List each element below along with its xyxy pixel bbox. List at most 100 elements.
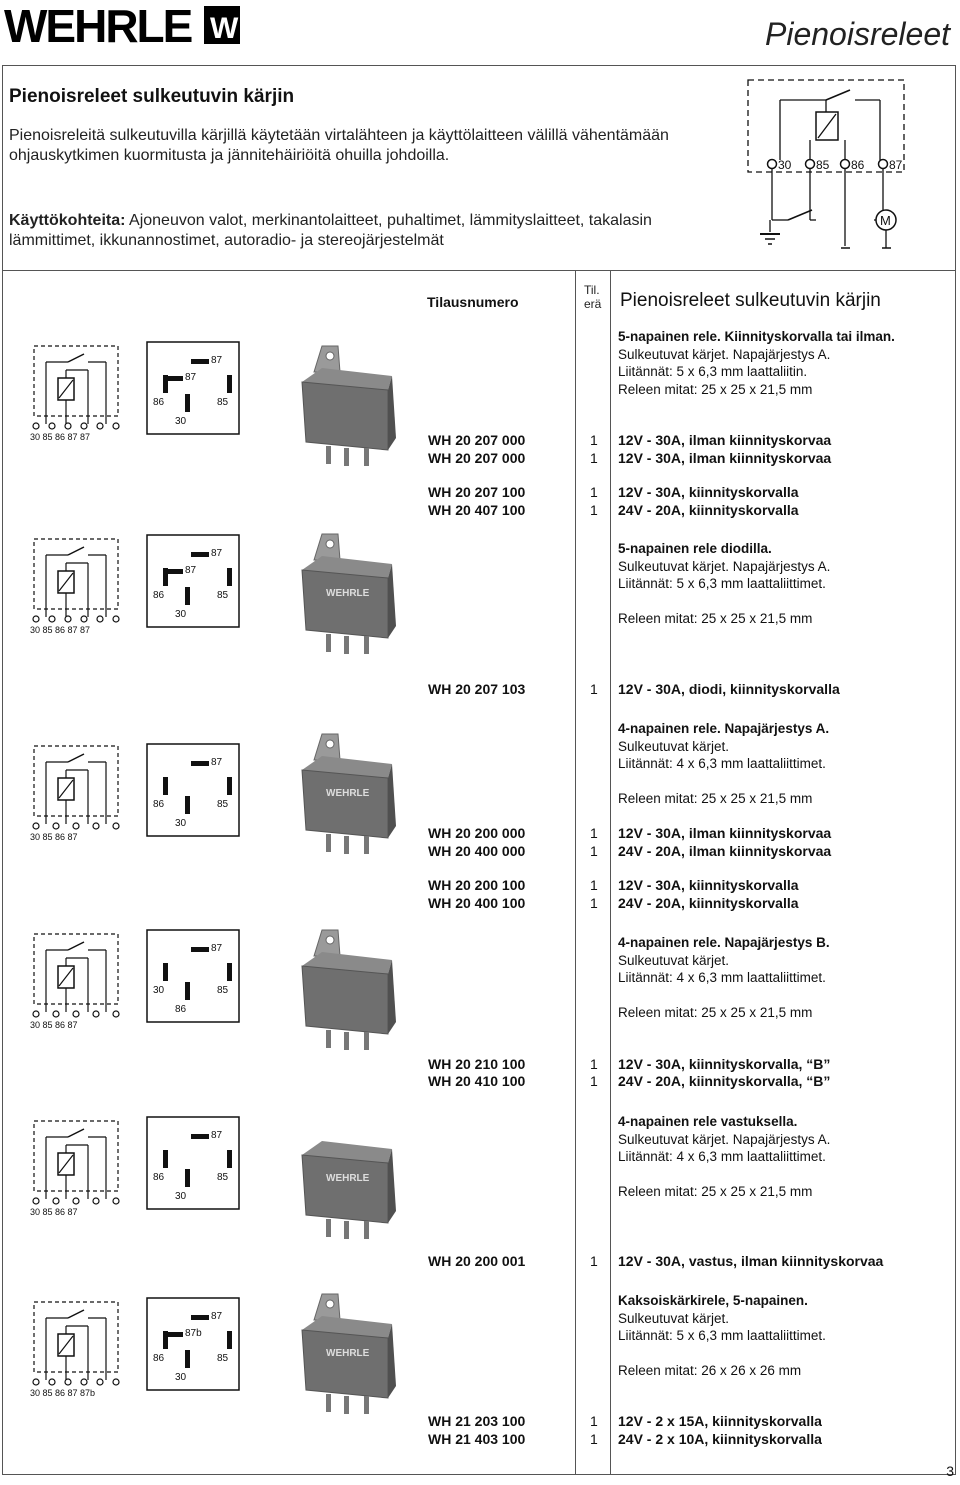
specification: 12V - 30A, ilman kiinnityskorvaa — [618, 825, 832, 841]
specification: 12V - 30A, kiinnityskorvalla — [618, 877, 799, 893]
pin-label: 85 — [217, 590, 229, 601]
order-number: WH 20 200 100 — [428, 877, 526, 893]
order-number: WH 21 203 100 — [428, 1413, 526, 1429]
pin-label: 86 — [153, 799, 165, 810]
specification: 12V - 30A, kiinnityskorvalla, “B” — [618, 1056, 831, 1072]
svg-text:W: W — [210, 12, 239, 45]
circuit-diagram: 30 85 86 87 M — [747, 79, 905, 249]
terminal-label: 86 — [851, 158, 865, 172]
description-title: 5-napainen rele diodilla. — [618, 541, 772, 556]
schematic-terminal-labels: 30 85 86 87 87 — [30, 625, 90, 635]
quantity: 1 — [590, 1056, 598, 1072]
divider — [2, 270, 956, 271]
order-number: WH 20 200 001 — [428, 1253, 526, 1269]
description-line — [618, 773, 829, 790]
description-line: Releen mitat: 25 x 25 x 21,5 mm — [618, 610, 813, 626]
pin-label: 87 — [211, 355, 223, 366]
column-divider — [610, 270, 611, 1475]
description-line — [618, 987, 830, 1004]
description-line — [618, 1345, 826, 1362]
quantity: 1 — [590, 484, 598, 500]
order-number: WH 20 200 000 — [428, 825, 526, 841]
description-line: Sulkeutuvat kärjet. — [618, 952, 730, 968]
specification: 24V - 20A, kiinnityskorvalla — [618, 502, 799, 518]
motor-symbol: M — [880, 213, 891, 228]
schematic-terminal-labels: 30 85 86 87 — [30, 1207, 78, 1217]
column-header-order: Tilausnumero — [427, 294, 519, 310]
relay-photo: WEHRLE — [301, 1293, 396, 1414]
relay-photo: WEHRLE — [301, 1141, 396, 1239]
description-line: Liitännät: 4 x 6,3 mm laattaliittimet. — [618, 970, 826, 985]
section-description: 4-napainen rele. Napajärjestys B.Sulkeut… — [618, 934, 830, 1021]
page-number: 3 — [946, 1463, 954, 1479]
relay-schematic: 30 85 86 87 87 — [30, 345, 120, 442]
order-number: WH 21 403 100 — [428, 1431, 526, 1447]
quantity: 1 — [590, 825, 598, 841]
pin-label: 86 — [175, 1004, 187, 1015]
description-line: Sulkeutuvat kärjet. — [618, 738, 730, 754]
order-number: WH 20 407 100 — [428, 502, 526, 518]
pin-label: 85 — [217, 799, 229, 810]
quantity: 1 — [590, 895, 598, 911]
pin-label: 85 — [217, 397, 229, 408]
quantity: 1 — [590, 450, 598, 466]
order-number: WH 20 400 000 — [428, 843, 526, 859]
quantity: 1 — [590, 681, 598, 697]
description-title: Kaksoiskärkirele, 5-napainen. — [618, 1293, 808, 1308]
pin-label: 87b — [185, 1328, 202, 1339]
relay-photo — [301, 929, 396, 1050]
svg-text:WEHRLE: WEHRLE — [4, 2, 192, 48]
description-line: Releen mitat: 25 x 25 x 21,5 mm — [618, 1004, 813, 1020]
relay-schematic: 30 85 86 87 — [30, 1120, 120, 1217]
schematic-terminal-labels: 30 85 86 87 — [30, 1020, 78, 1030]
pin-label: 30 — [175, 1372, 187, 1383]
description-line: Liitännät: 4 x 6,3 mm laattaliittimet. — [618, 1149, 826, 1164]
section-description: Kaksoiskärkirele, 5-napainen.Sulkeutuvat… — [618, 1292, 826, 1379]
order-number: WH 20 410 100 — [428, 1073, 526, 1089]
relay-photo: WEHRLE — [301, 533, 396, 654]
section-description: 5-napainen rele. Kiinnityskorvalla tai i… — [618, 328, 895, 398]
description-line: Releen mitat: 25 x 25 x 21,5 mm — [618, 790, 813, 806]
quantity: 1 — [590, 1431, 598, 1447]
relay-schematic: 30 85 86 87 87 — [30, 538, 120, 635]
pin-label: 87 — [185, 372, 197, 383]
order-number: WH 20 207 000 — [428, 450, 526, 466]
pin-label: 86 — [153, 397, 165, 408]
pin-label: 87 — [211, 757, 223, 768]
pin-label: 30 — [175, 416, 187, 427]
quantity: 1 — [590, 1253, 598, 1269]
pin-label: 85 — [217, 1172, 229, 1183]
quantity: 1 — [590, 1413, 598, 1429]
relay-schematic: 30 85 86 87 — [30, 745, 120, 842]
specification: 12V - 30A, ilman kiinnityskorvaa — [618, 432, 832, 448]
pin-label: 30 — [175, 1191, 187, 1202]
pin-label: 86 — [153, 1172, 165, 1183]
pin-label: 87 — [185, 565, 197, 576]
pin-layout: 87 87 86 85 30 — [146, 341, 240, 435]
relay-photo — [301, 345, 396, 466]
quantity: 1 — [590, 1073, 598, 1089]
description-line: Sulkeutuvat kärjet. Napajärjestys A. — [618, 1131, 831, 1147]
relay-photo: WEHRLE — [301, 733, 396, 854]
photo-label: WEHRLE — [326, 788, 370, 799]
schematic-terminal-labels: 30 85 86 87 — [30, 832, 78, 842]
pin-label: 87 — [211, 1311, 223, 1322]
description-line: Sulkeutuvat kärjet. Napajärjestys A. — [618, 558, 831, 574]
description-line: Releen mitat: 26 x 26 x 26 mm — [618, 1362, 802, 1378]
specification: 12V - 30A, kiinnityskorvalla — [618, 484, 799, 500]
specification: 12V - 30A, vastus, ilman kiinnityskorvaa — [618, 1253, 884, 1269]
description-title: 4-napainen rele. Napajärjestys A. — [618, 721, 830, 736]
pin-label: 30 — [153, 985, 165, 996]
pin-label: 30 — [175, 609, 187, 620]
order-number: WH 20 207 100 — [428, 484, 526, 500]
specification: 12V - 2 x 15A, kiinnityskorvalla — [618, 1413, 822, 1429]
description-line: Liitännät: 5 x 6,3 mm laattaliitin. — [618, 364, 808, 379]
specification: 24V - 20A, kiinnityskorvalla, “B” — [618, 1073, 831, 1089]
description-line: Sulkeutuvat kärjet. Napajärjestys A. — [618, 346, 831, 362]
quantity: 1 — [590, 877, 598, 893]
description-title: 4-napainen rele vastuksella. — [618, 1114, 798, 1129]
